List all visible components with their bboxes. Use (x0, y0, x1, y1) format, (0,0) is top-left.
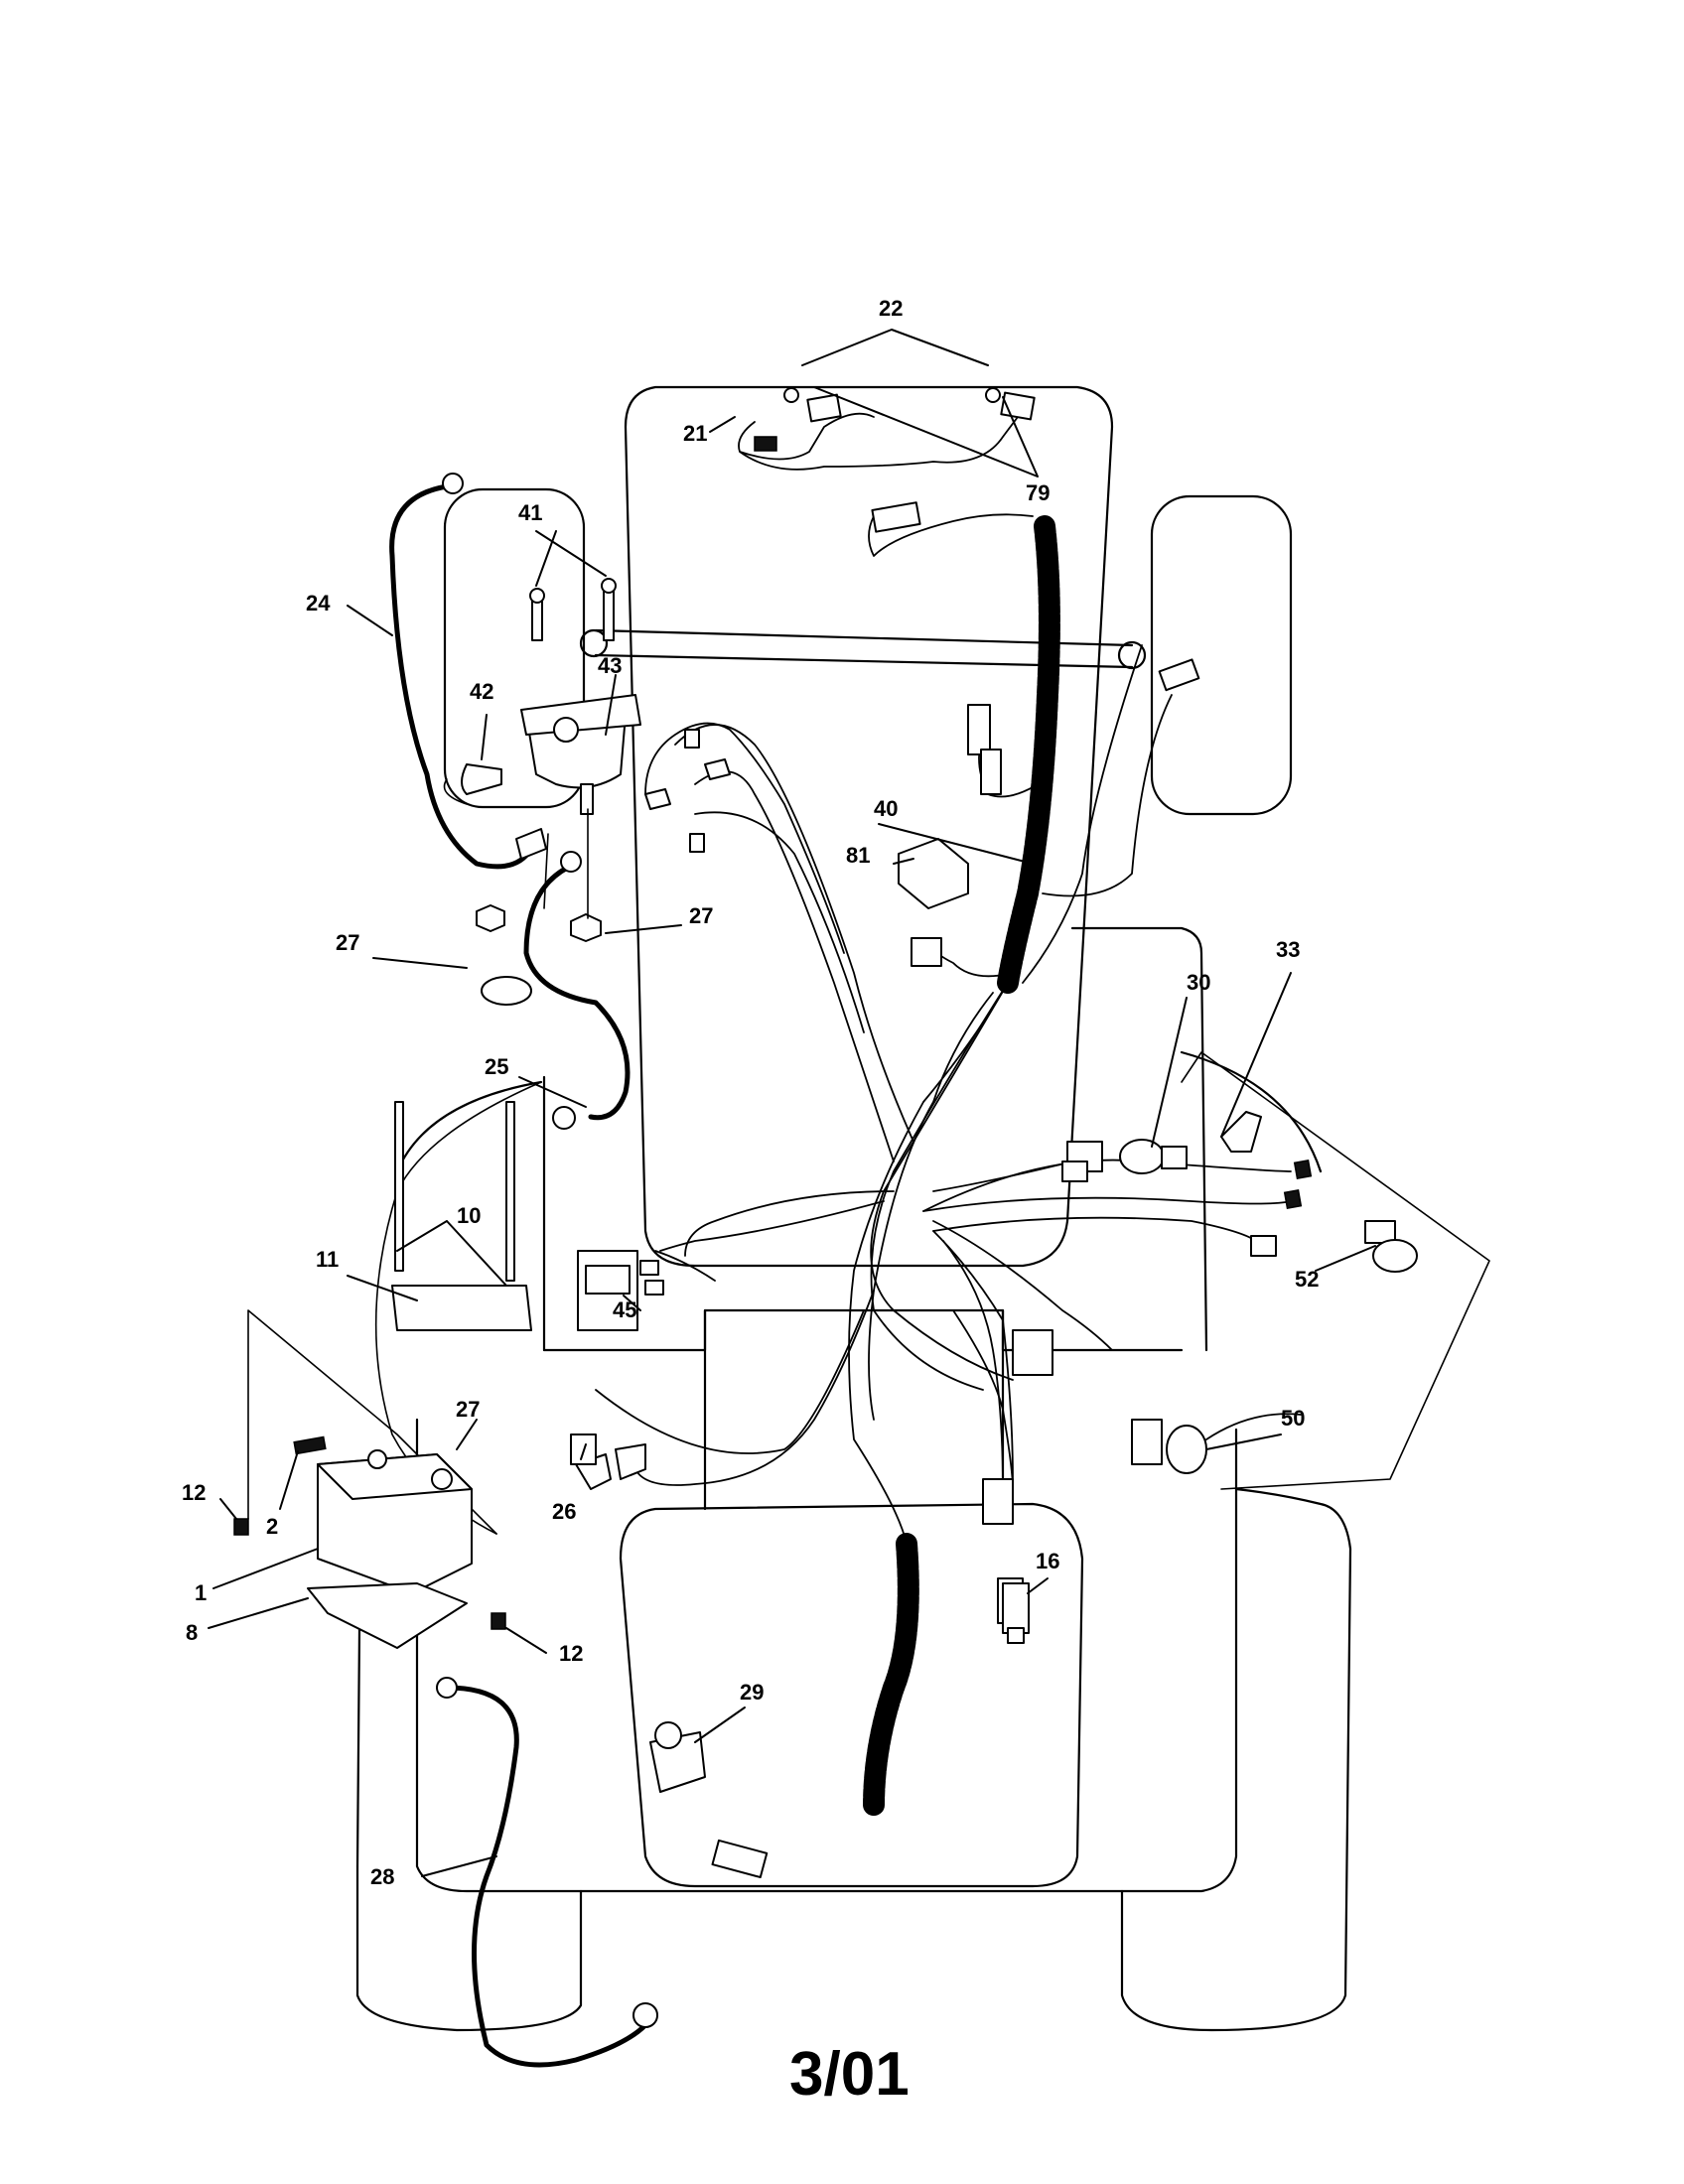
callout-29: 29 (740, 1680, 764, 1705)
callout-8: 8 (186, 1620, 198, 1645)
callout-26: 26 (552, 1499, 576, 1524)
hour-meter (577, 1250, 638, 1331)
callout-52: 52 (1295, 1267, 1319, 1292)
callout-43: 43 (598, 653, 622, 678)
callout-27c: 27 (456, 1397, 480, 1422)
pto-switch (1131, 1413, 1302, 1474)
battery-cables (389, 473, 631, 1130)
callout-labels: 22 21 79 41 24 43 42 40 81 27 27 33 30 2… (182, 296, 1319, 1889)
callout-40: 40 (874, 796, 898, 821)
callout-50: 50 (1281, 1406, 1305, 1431)
callout-2: 2 (266, 1514, 278, 1539)
callout-22: 22 (879, 296, 903, 321)
callout-24: 24 (306, 591, 331, 615)
right-inset (1181, 1051, 1490, 1490)
nuts (476, 808, 602, 942)
fuel-solenoid (649, 1721, 706, 1793)
callout-28: 28 (370, 1864, 394, 1889)
ground-cable (436, 1677, 658, 2068)
callout-79: 79 (1026, 480, 1050, 505)
date-code: 3/01 (789, 2040, 910, 2109)
lamp-bulb (1364, 1220, 1418, 1273)
callout-81: 81 (846, 843, 870, 868)
battery (233, 1101, 532, 1649)
callout-42: 42 (470, 679, 493, 704)
callout-33: 33 (1276, 937, 1300, 962)
seat-switch (1002, 1582, 1030, 1644)
callout-27b: 27 (689, 903, 713, 928)
callout-1: 1 (195, 1580, 207, 1605)
callout-25: 25 (485, 1054, 508, 1079)
callout-11: 11 (316, 1247, 339, 1272)
callout-27a: 27 (336, 930, 359, 955)
callout-16: 16 (1036, 1549, 1059, 1573)
leader-lines (208, 329, 1376, 1877)
relay (898, 838, 969, 909)
callout-30: 30 (1187, 970, 1210, 995)
callout-12b: 12 (559, 1641, 583, 1666)
callout-12a: 12 (182, 1480, 206, 1505)
callout-41: 41 (518, 500, 542, 525)
connectors (575, 501, 1313, 1879)
ignition-switch (1119, 1111, 1262, 1174)
callout-21: 21 (683, 421, 707, 446)
callout-10: 10 (457, 1203, 481, 1228)
callout-45: 45 (613, 1297, 636, 1322)
